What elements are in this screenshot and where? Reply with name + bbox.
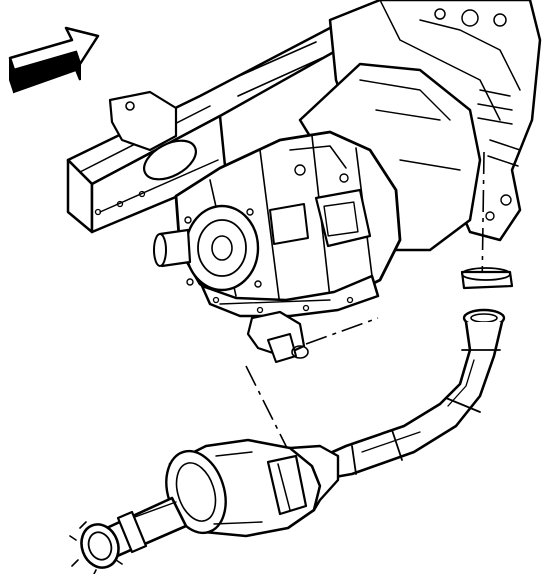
- frame-rail: [66, 8, 374, 234]
- exhaust-seal: [460, 267, 514, 290]
- exhaust-hanger: [246, 310, 379, 363]
- catalytic-converter: [165, 438, 340, 538]
- exhaust-pipe: [308, 308, 506, 482]
- transmission: [153, 62, 482, 312]
- tail-pipe: [69, 496, 188, 574]
- front-of-vehicle-arrow-icon: [8, 26, 100, 94]
- alignment-lines: [245, 151, 485, 475]
- transmission-oil-pan: [200, 274, 380, 318]
